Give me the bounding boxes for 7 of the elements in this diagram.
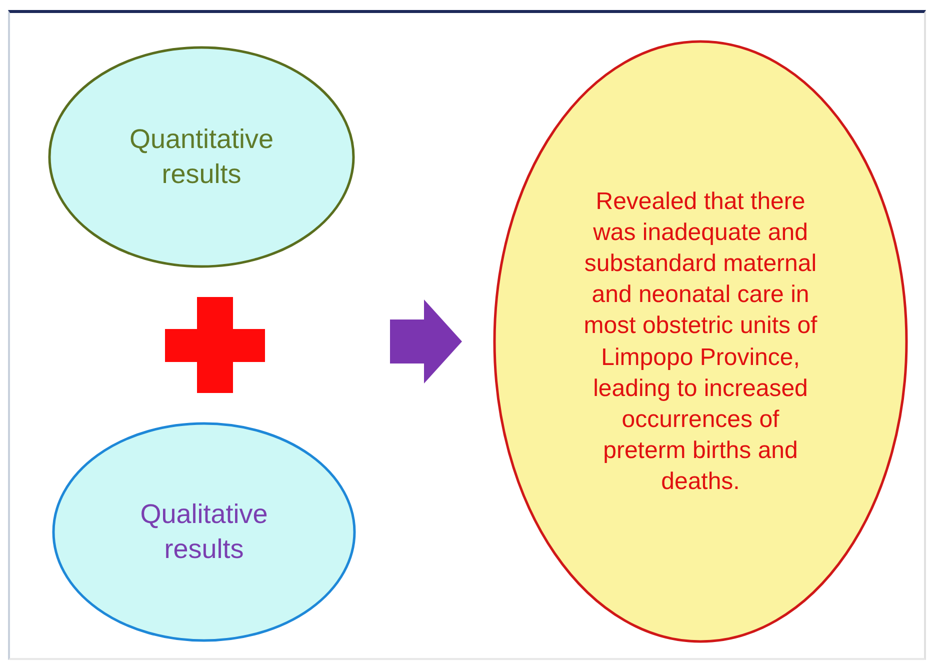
node-text: Qualitative results [139,498,269,566]
node-text: Quantitative results [128,122,275,191]
node-text: Revealed that there was inadequate and substandard maternal and neonatal care in most obstetric units of Limpopo Province, leading to increased occurrences of preterm births and deaths. [582,186,818,498]
ellipse-node [52,422,356,642]
ellipse-node [48,46,355,268]
ellipse-node [493,40,908,643]
block-arrow [390,300,462,384]
